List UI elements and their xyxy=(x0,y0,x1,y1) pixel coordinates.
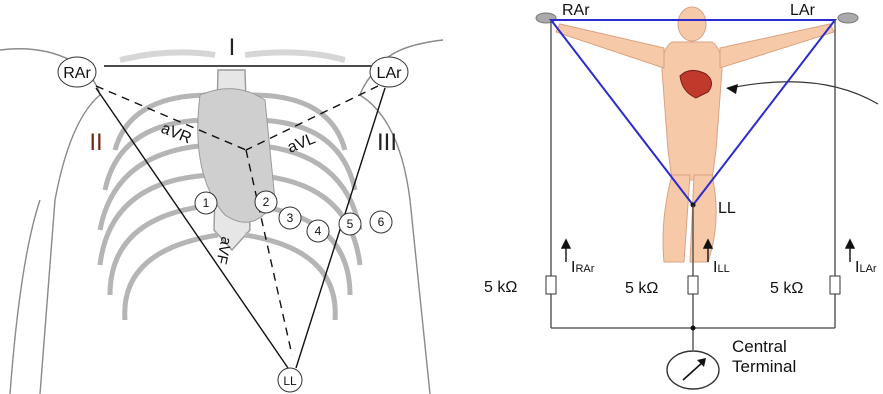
precordial-label-3: 3 xyxy=(287,211,294,225)
label-ll-right: LL xyxy=(718,200,736,217)
figure-right-leg xyxy=(690,175,716,262)
label-avr: aVR xyxy=(159,120,194,147)
resistor-label-lar: 5 kΩ xyxy=(770,280,803,297)
label-lead-2: II xyxy=(89,129,102,156)
resistor-label-ll: 5 kΩ xyxy=(625,280,658,297)
label-rar-right: RAr xyxy=(562,2,590,19)
current-arrows xyxy=(562,240,854,262)
current-sub-ll: LL xyxy=(717,263,729,275)
pointer-arrowhead xyxy=(726,84,738,94)
label-lead-3: III xyxy=(377,129,397,156)
human-figure xyxy=(556,7,834,262)
current-label-ll: ILL xyxy=(713,259,730,276)
resistor-label-rar: 5 kΩ xyxy=(484,279,517,296)
resistor-rar xyxy=(546,276,556,294)
label-lar-left: LAr xyxy=(377,65,403,82)
figure-torso xyxy=(662,42,722,180)
figure-head xyxy=(678,7,706,41)
label-avf: aVF xyxy=(212,235,234,265)
current-label-lar: ILAr xyxy=(855,259,877,276)
label-lar-right: LAr xyxy=(790,2,816,19)
precordial-label-4: 4 xyxy=(315,224,322,238)
resistor-ll xyxy=(688,276,698,294)
central-terminal-meter xyxy=(667,351,719,389)
central-terminal-line1: Central xyxy=(732,337,787,356)
label-rar-left: RAr xyxy=(63,65,91,82)
precordial-label-5: 5 xyxy=(347,217,354,231)
precordial-label-1: 1 xyxy=(203,196,210,210)
figure-left-leg xyxy=(663,175,690,262)
central-terminal-line2: Terminal xyxy=(732,357,796,376)
precordial-label-2: 2 xyxy=(263,195,270,209)
label-lead-1: I xyxy=(229,34,236,61)
current-sub-lar: LAr xyxy=(859,263,876,275)
pointer-arrow xyxy=(730,82,878,104)
label-ll-left: LL xyxy=(283,374,297,388)
figure-right-arm xyxy=(720,24,834,68)
resistor-lar xyxy=(830,276,840,294)
current-label-rar: IRAr xyxy=(571,259,595,276)
precordial-label-6: 6 xyxy=(378,215,385,229)
current-sub-rar: RAr xyxy=(575,263,594,275)
